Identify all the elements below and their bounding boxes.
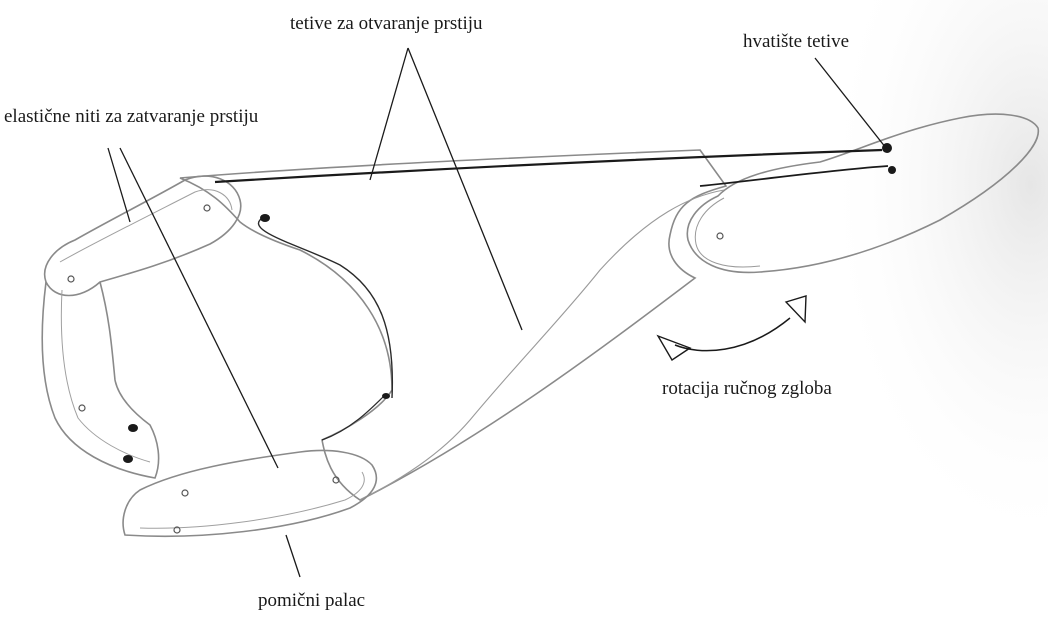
wrist-rotation-arrow-curve <box>674 317 791 352</box>
palm-inner-edge <box>359 189 725 501</box>
paper-shading <box>700 0 1048 617</box>
label-closing-elastics: elastične niti za zatvaranje prstiju <box>4 106 259 127</box>
joint-pins <box>67 204 724 534</box>
palm-outline <box>179 149 728 501</box>
closing-elastic-upper <box>257 216 394 399</box>
thumb-inner <box>139 471 365 529</box>
forearm-socket-inner <box>694 197 761 268</box>
label-tendon-attachment: hvatište tetive <box>743 31 850 52</box>
leader-lines <box>107 47 887 578</box>
thumb-outline <box>122 449 378 538</box>
opening-tendon-lower <box>699 165 889 187</box>
finger-lower-inner <box>60 289 151 463</box>
forearm-socket-outline <box>686 113 1040 274</box>
arrowhead-left <box>656 334 692 361</box>
closing-elastic-lower <box>321 394 386 441</box>
opening-tendon-upper <box>214 148 883 184</box>
label-movable-thumb: pomični palac <box>258 590 366 611</box>
finger-lower-segment <box>41 281 160 479</box>
label-wrist-rotation: rotacija ručnog zgloba <box>662 378 832 399</box>
finger-upper-segment <box>43 175 242 297</box>
arrowhead-right <box>784 295 807 324</box>
label-opening-tendons: tetive za otvaranje prstiju <box>290 13 483 34</box>
finger-upper-inner <box>59 189 233 263</box>
